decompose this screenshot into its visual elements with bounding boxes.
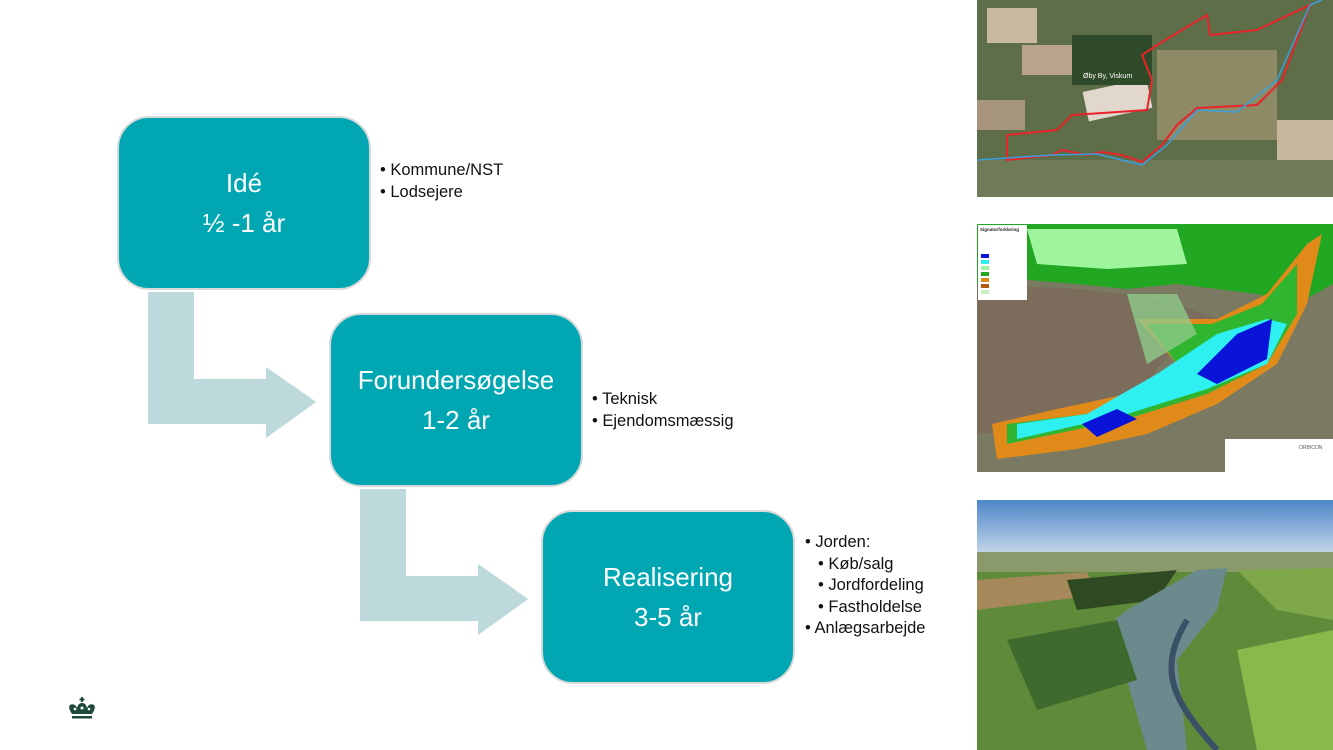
- crown-logo-icon: [69, 697, 95, 719]
- bullet-item: • Jorden:: [805, 533, 871, 551]
- brand-label: ORBICON: [1299, 445, 1323, 451]
- wetland-aerial-photo: [977, 500, 1333, 750]
- flow-arrow-2: [358, 487, 532, 639]
- stage-box-realisering: Realisering 3-5 år: [541, 510, 795, 684]
- bullet-item: • Teknisk: [592, 390, 658, 408]
- stage-title: Forundersøgelse: [357, 365, 555, 395]
- flow-arrow-1: [146, 290, 320, 442]
- bullet-subitem: • Jordfordeling: [818, 576, 924, 594]
- stage-2-bullets: • Teknisk • Ejendomsmæssig: [592, 389, 734, 432]
- stage-duration: ½ -1 år: [202, 208, 286, 238]
- flood-depth-map: Signaturforklaring ORBICON: [977, 224, 1333, 472]
- stage-title: Idé: [225, 168, 263, 198]
- legend-title: Signaturforklaring: [980, 227, 1019, 232]
- stage-duration: 3-5 år: [634, 602, 702, 632]
- bullet-item: • Anlægsarbejde: [805, 619, 926, 637]
- bullet-item: • Ejendomsmæssig: [592, 411, 734, 430]
- stage-duration: 1-2 år: [422, 405, 490, 435]
- stage-3-bullets: • Jorden: • Køb/salg • Jordfordeling • F…: [805, 532, 925, 640]
- stage-box-forundersogelse: Forundersøgelse 1-2 år: [329, 313, 583, 487]
- stage-1-bullets: • Kommune/NST • Lodsejere: [380, 160, 503, 203]
- aerial-project-map: Øby By, Viskum: [977, 0, 1333, 197]
- bullet-item: • Lodsejere: [380, 182, 463, 201]
- bullet-subitem: • Fastholdelse: [818, 597, 922, 616]
- stage-title: Realisering: [602, 562, 734, 592]
- stage-box-ide: Idé ½ -1 år: [117, 116, 371, 290]
- bullet-item: • Kommune/NST: [380, 161, 504, 179]
- map-place-label: Øby By, Viskum: [1083, 73, 1132, 80]
- bullet-subitem: • Køb/salg: [818, 554, 894, 573]
